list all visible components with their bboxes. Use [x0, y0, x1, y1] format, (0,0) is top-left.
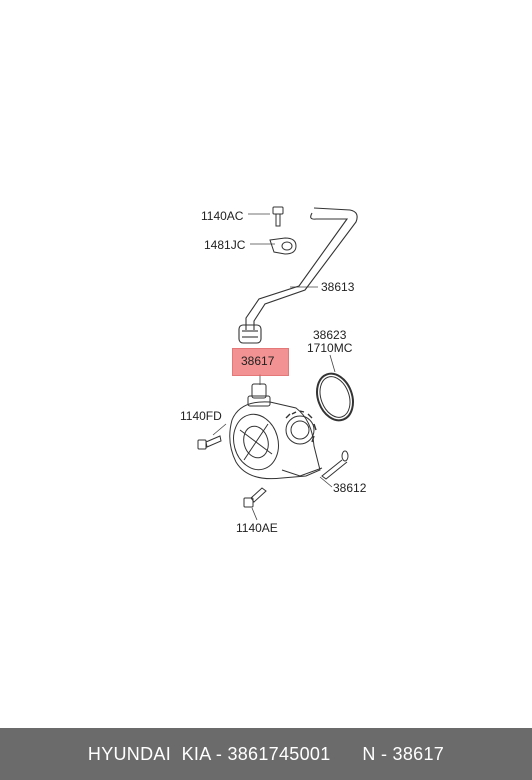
label-38612: 38612 — [333, 481, 367, 495]
footer-brand: HYUNDAI KIA — [87, 744, 211, 764]
label-1481jc: 1481JC — [204, 238, 246, 252]
exploded-parts-diagram — [197, 206, 358, 521]
vacuum-pump-icon — [229, 383, 323, 480]
label-1140fd: 1140FD — [180, 409, 222, 423]
footer-bar: HYUNDAI KIA - 3861745001 N - 38617 — [0, 728, 532, 780]
label-38623: 38623 — [313, 328, 347, 342]
bolt-1140ae-icon — [243, 487, 267, 508]
label-38613: 38613 — [321, 280, 355, 294]
highlight-box — [232, 348, 289, 376]
label-1710mc: 1710MC — [307, 341, 353, 355]
label-1140ac: 1140AC — [201, 209, 244, 223]
clip-1481jc-icon — [269, 237, 297, 255]
vacuum-hose-38613-icon — [238, 207, 358, 344]
footer-part-number: 3861745001 — [227, 744, 331, 764]
bolt-1140ac-icon — [272, 206, 284, 227]
label-38617-highlighted: 38617 — [241, 354, 275, 368]
o-ring-38623-icon — [316, 372, 354, 422]
footer-ref: N - 38617 — [362, 744, 445, 764]
leader-lines — [212, 213, 336, 521]
footer-gap — [331, 744, 363, 764]
footer-sep-1: - — [210, 744, 228, 764]
label-1140ae: 1140AE — [236, 521, 278, 535]
pin-38612-icon — [321, 450, 349, 480]
bolt-1140fd-icon — [197, 435, 222, 450]
